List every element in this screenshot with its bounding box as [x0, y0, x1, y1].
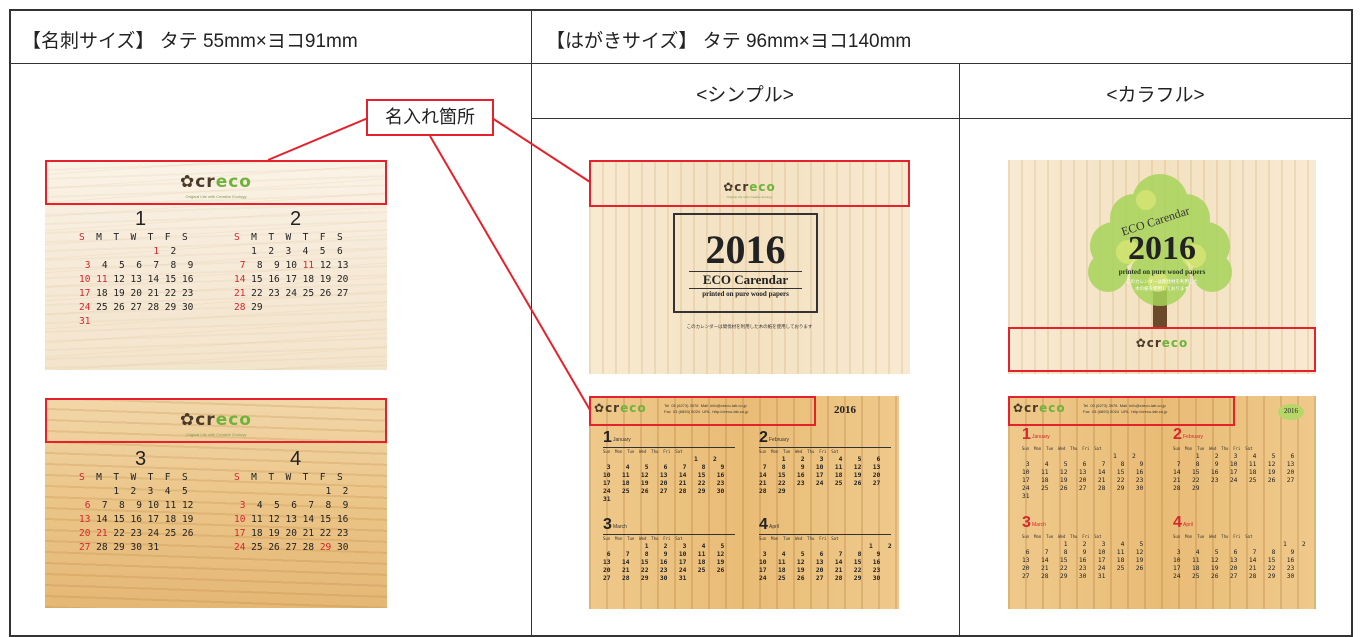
card-size-header: 【名刺サイズ】 タテ 55mm×ヨコ91mm: [22, 31, 358, 52]
creco-logo: ✿creco: [179, 172, 252, 192]
logo-tagline: Original Life with Creative Ecology: [185, 432, 247, 437]
contact-line-1: Tel 03 (6273) 3976 Mail info@creco-lab.c…: [1083, 403, 1166, 408]
printed-subtitle: printed on pure wood papers: [702, 290, 789, 298]
year-title: 2016: [705, 227, 786, 272]
back-year: 2016: [834, 404, 856, 416]
creco-logo: ✿creco: [594, 401, 647, 415]
name-area-box-colorful-back: [1008, 396, 1235, 426]
business-card-mar-apr: ✿creco Original Life with Creative Ecolo…: [45, 398, 387, 608]
subheader-row-divider: [532, 118, 1353, 119]
creco-logo: ✿creco: [723, 180, 776, 194]
year-badge: [1278, 404, 1304, 420]
column-divider-postcard: [959, 64, 960, 637]
creco-logo: ✿creco: [1135, 336, 1189, 350]
title-rule-2: [689, 288, 802, 289]
simple-postcard-back: ✿creco Tel 03 (6273) 3976 Mail info@crec…: [589, 396, 899, 609]
recycled-note-1: このカレンダーは間伐材を利用した: [1126, 279, 1198, 284]
header-row-divider: [11, 63, 1353, 64]
business-card-jan-feb: ✿creco Original Life with Creative Ecolo…: [45, 160, 387, 370]
creco-logo: ✿creco: [1013, 401, 1066, 415]
contact-line-2: Fax 03 (6893) 5024 URL http://creco-lab.…: [1083, 409, 1168, 414]
name-area-box-simple-back: [589, 396, 816, 426]
name-area-box-simple-front: [589, 160, 910, 207]
printed-subtitle: printed on pure wood papers: [1118, 268, 1206, 276]
contact-line-2: Fax 03 (6893) 5024 URL http://creco-lab.…: [664, 409, 749, 414]
contact-line-1: Tel 03 (6273) 3976 Mail info@creco-lab.c…: [664, 403, 747, 408]
year-title: 2016: [1128, 230, 1196, 267]
creco-logo: ✿creco: [179, 410, 252, 430]
colorful-variant-label: <カラフル>: [1106, 85, 1205, 106]
recycled-note-2: 木の紙を使用しております: [1135, 286, 1189, 291]
title-frame: [673, 213, 818, 313]
colorful-postcard-front: ECO Carendar 2016 printed on pure wood p…: [1008, 160, 1316, 374]
logo-tagline: Original Life with Creative Ecology: [185, 194, 247, 199]
weekday-row: S M T W T F S: [79, 232, 188, 243]
name-area-box-colorful-front: [1008, 327, 1316, 372]
name-placement-callout: 名入れ箇所: [366, 99, 494, 136]
name-area-box-card1: [45, 160, 387, 205]
tree-illustration: [1088, 174, 1232, 328]
postcard-size-header: 【はがきサイズ】 タテ 96mm×ヨコ140mm: [546, 31, 912, 52]
colorful-postcard-back: ✿creco Tel 03 (6273) 3976 Mail info@crec…: [1008, 396, 1316, 609]
name-area-box-card2: [45, 398, 387, 443]
recycled-note: このカレンダーは間伐材を利用した木の紙を使用しております: [686, 324, 813, 329]
back-year: 2016: [1284, 407, 1298, 415]
simple-postcard-front: ✿creco Original Life with Creative Ecolo…: [589, 160, 910, 374]
eco-carendar-title: ECO Carendar: [702, 272, 789, 287]
simple-variant-label: <シンプル>: [696, 85, 794, 106]
title-rule: [689, 271, 802, 272]
